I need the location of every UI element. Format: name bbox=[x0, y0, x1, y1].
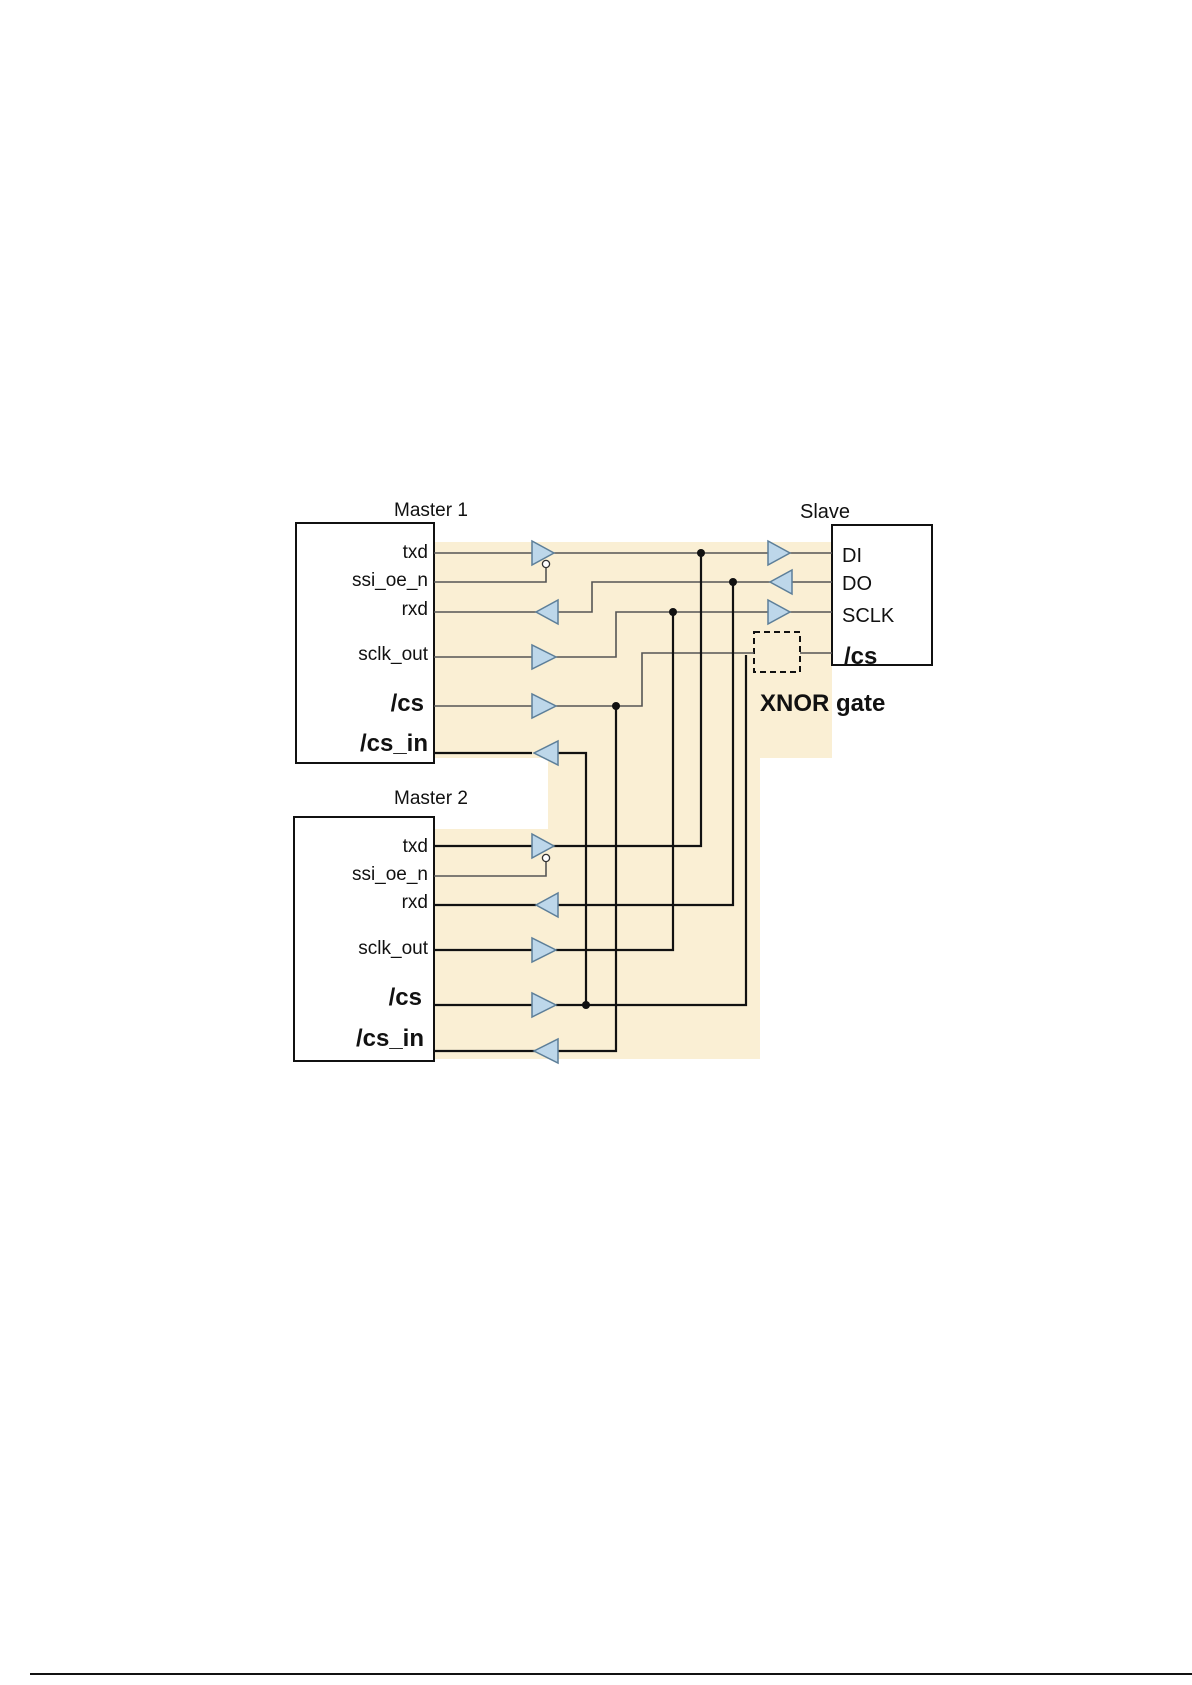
m1-pin-rxd: rxd bbox=[402, 599, 428, 620]
m2-pin-txd: txd bbox=[403, 836, 428, 857]
slave-pin-do: DO bbox=[842, 573, 872, 595]
m1-pin-cs: /cs bbox=[391, 690, 424, 717]
sclk-junction bbox=[669, 608, 677, 616]
cs-junction bbox=[612, 702, 620, 710]
slave-pin-cs: /cs bbox=[844, 643, 877, 670]
m1-pin-txd: txd bbox=[403, 542, 428, 563]
m2-pin-cs-in: /cs_in bbox=[356, 1025, 424, 1052]
m2-pin-sclk-out: sclk_out bbox=[358, 938, 428, 959]
vertical-bus-shading bbox=[548, 758, 760, 829]
xnor-gate-label: XNOR gate bbox=[760, 690, 885, 717]
m1-pin-ssi-oe-n: ssi_oe_n bbox=[352, 570, 428, 591]
master1-title: Master 1 bbox=[394, 500, 468, 521]
slave-pin-sclk: SCLK bbox=[842, 605, 895, 627]
m2-pin-ssi-oe-n: ssi_oe_n bbox=[352, 864, 428, 885]
txd-junction bbox=[697, 549, 705, 557]
slave-title: Slave bbox=[800, 501, 850, 523]
m1-pin-cs-in: /cs_in bbox=[360, 730, 428, 757]
master2-bus-shading bbox=[434, 829, 760, 1059]
m2-pin-cs: /cs bbox=[389, 984, 422, 1011]
m1-pin-sclk-out: sclk_out bbox=[358, 644, 428, 665]
m2-cs-junction bbox=[582, 1001, 590, 1009]
master2-title: Master 2 bbox=[394, 788, 468, 809]
do-junction bbox=[729, 578, 737, 586]
m2-pin-rxd: rxd bbox=[402, 892, 428, 913]
page-bottom-rule bbox=[30, 1673, 1192, 1675]
slave-pin-di: DI bbox=[842, 545, 862, 567]
master1-bus-shading bbox=[434, 542, 832, 758]
m1-txd-enable-bubble bbox=[542, 560, 549, 567]
m2-txd-enable-bubble bbox=[542, 854, 549, 861]
